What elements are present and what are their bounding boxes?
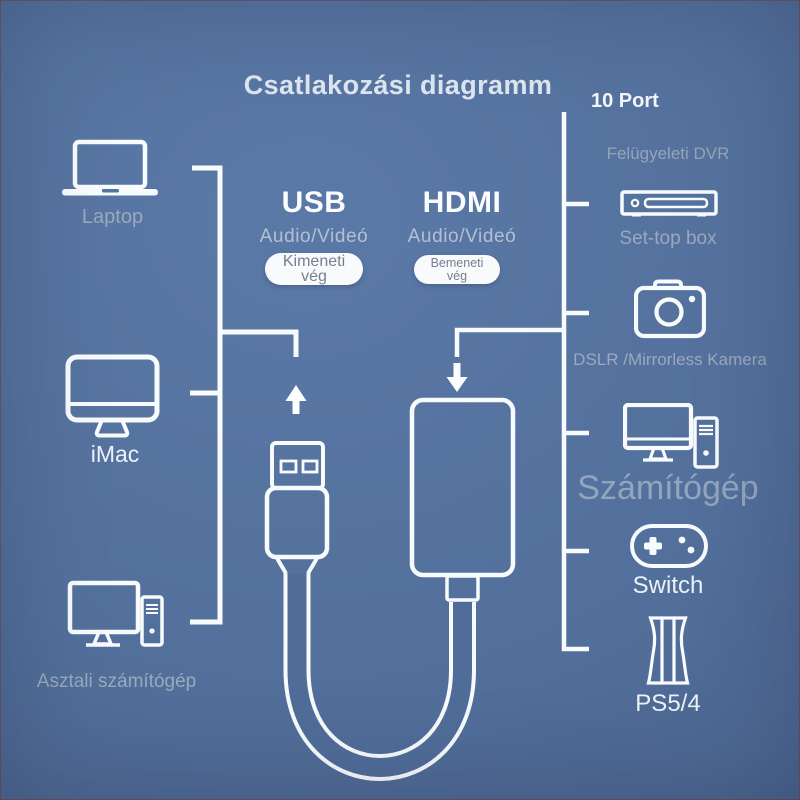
ps5-console-icon	[646, 616, 690, 685]
capture-card-adapter	[264, 397, 516, 781]
set-top-box-icon	[620, 190, 718, 217]
hdmi-pill-label: Bemeneti vég	[430, 256, 484, 283]
hdmi-heading: HDMI	[422, 186, 502, 219]
hdmi-input-pill: Bemeneti vég	[414, 255, 500, 284]
laptop-label: Laptop	[81, 206, 144, 228]
right-bracket-lines	[454, 112, 589, 652]
imac-icon	[65, 354, 160, 438]
desktop-computer-icon	[67, 580, 164, 647]
hdmi-capture-device	[409, 397, 516, 602]
camera-label: DSLR /Mirrorless Kamera	[573, 350, 767, 369]
usb-output-pill: Kimeneti vég	[265, 253, 363, 285]
hdmi-subheading: Audio/Videó	[407, 226, 517, 247]
computer-icon	[623, 403, 719, 469]
hdmi-down-arrow-icon	[446, 363, 468, 392]
usb-up-arrow-icon	[285, 385, 307, 414]
game-controller-icon	[630, 524, 708, 568]
ports-heading: 10 Port	[591, 90, 659, 112]
usb-subheading: Audio/Videó	[259, 226, 369, 247]
computer-label: Számítógép	[577, 469, 759, 507]
set-top-box-label: Set-top box	[619, 228, 717, 249]
switch-label: Switch	[632, 572, 704, 599]
adapter-cable	[283, 574, 476, 781]
ps5-label: PS5/4	[635, 690, 701, 717]
desktop-computer-label: Asztali számítógép	[36, 671, 197, 692]
usb-pill-label: Kimeneti vég	[282, 253, 346, 285]
imac-label: iMac	[90, 441, 140, 467]
page-title: Csatlakozási diagramm	[243, 70, 553, 100]
laptop-icon	[62, 139, 158, 196]
usb-heading: USB	[281, 186, 347, 219]
dvr-label: Felügyeleti DVR	[606, 144, 730, 163]
left-bracket-lines	[190, 165, 299, 625]
usb-connector	[264, 441, 330, 575]
camera-icon	[634, 279, 706, 339]
